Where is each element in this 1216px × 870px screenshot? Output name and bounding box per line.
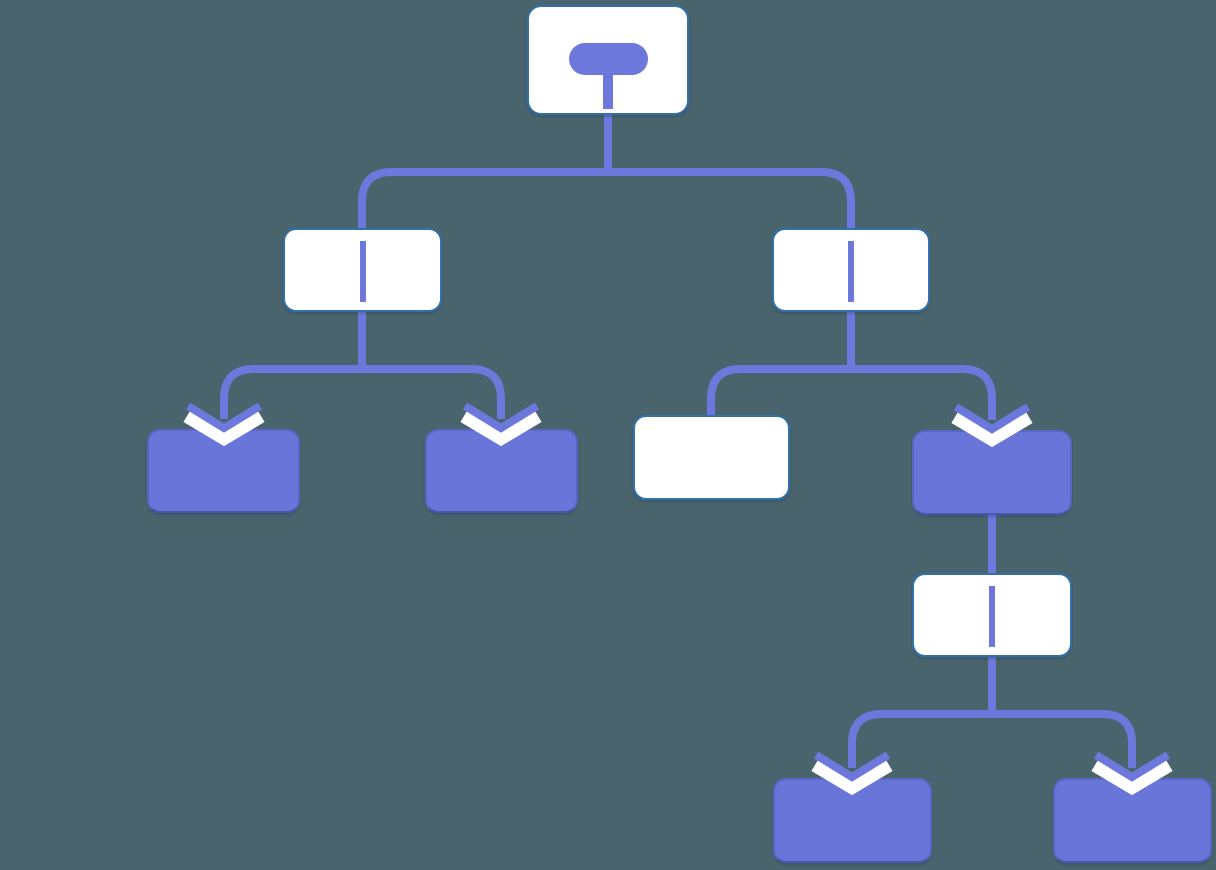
connector-branch-bottom-to-leaves: [848, 655, 1136, 768]
node-right[interactable]: [912, 430, 1072, 515]
node-leaf-left-1[interactable]: [147, 429, 300, 513]
node-branch-bottom[interactable]: [912, 573, 1072, 657]
node-leaf-bottom-left[interactable]: [773, 778, 932, 863]
connector-root-to-level1: [358, 112, 855, 228]
node-leaf-left-2[interactable]: [425, 429, 578, 513]
node-root[interactable]: [527, 5, 689, 115]
node-middle[interactable]: [633, 415, 790, 500]
vertical-line-icon: [848, 241, 854, 302]
connector-branch-right-to-children: [707, 310, 996, 420]
root-pill: [568, 43, 648, 75]
vertical-line-icon: [359, 241, 366, 302]
node-branch-right[interactable]: [772, 228, 930, 312]
node-leaf-bottom-right[interactable]: [1053, 778, 1212, 863]
vertical-line-icon: [989, 586, 995, 647]
node-branch-left[interactable]: [283, 228, 442, 312]
connector-branch-left-to-leaves: [220, 309, 505, 419]
root-pill-stem: [603, 69, 613, 109]
